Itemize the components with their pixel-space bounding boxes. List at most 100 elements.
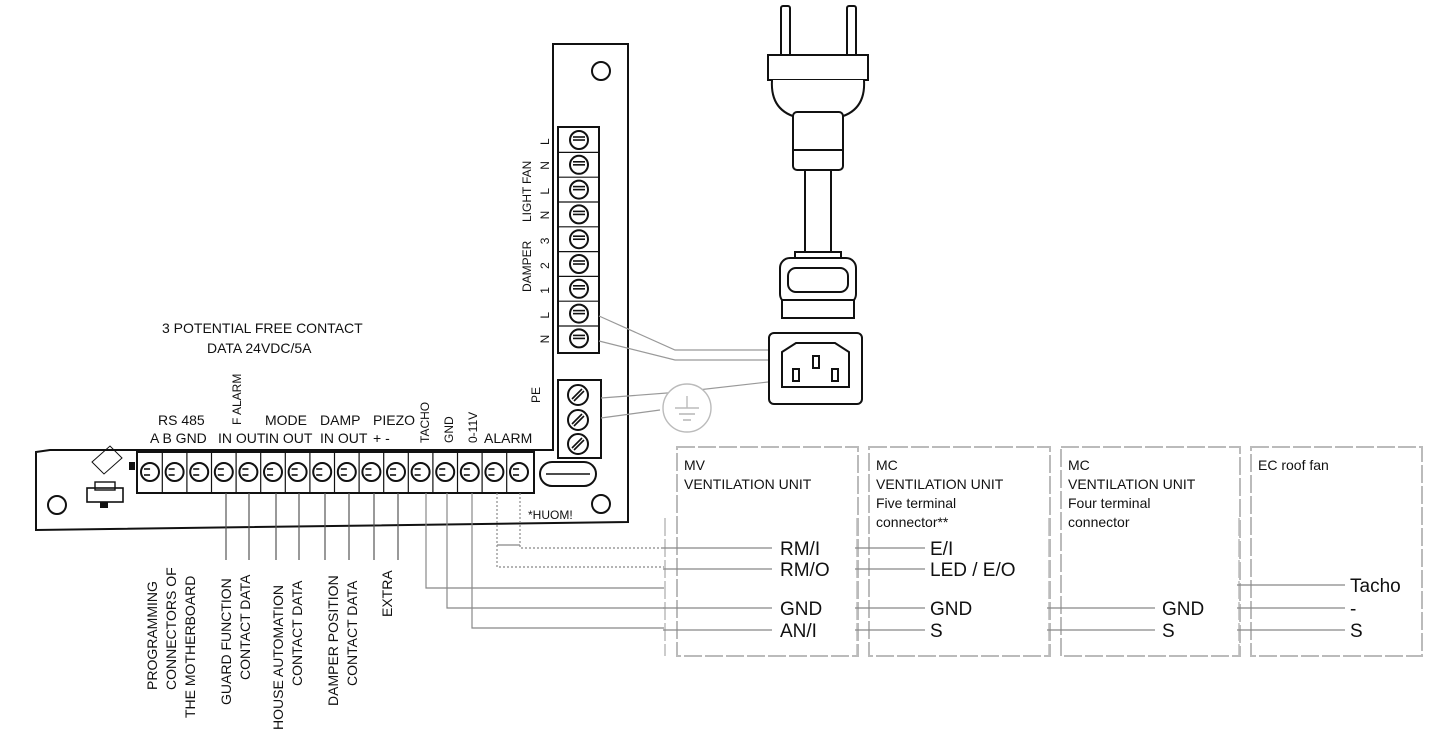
terminal-screw: [361, 462, 382, 482]
terminal-screw: [287, 462, 308, 482]
programming-connector: [86, 445, 135, 508]
svg-text:CONTACT DATA: CONTACT DATA: [344, 580, 360, 686]
vertical-pin-label: L: [538, 138, 552, 145]
ground-symbol: [662, 383, 712, 433]
vertical-pin-label: N: [538, 211, 552, 220]
terminal-screw: [569, 254, 589, 274]
piezo-label: PIEZO: [373, 412, 415, 428]
unit-terminal-label: GND: [930, 599, 972, 620]
contact-note-line1: 3 POTENTIAL FREE CONTACT: [162, 320, 363, 336]
unit-subtitle: connector: [1068, 514, 1130, 530]
svg-text:CONTACT DATA: CONTACT DATA: [237, 574, 253, 680]
unit-terminal-label: S: [930, 621, 943, 642]
unit-terminal-label: -: [1350, 599, 1356, 620]
terminal-screw: [238, 462, 259, 482]
damp-pins: IN OUT: [320, 430, 368, 446]
huom-label: *HUOM!: [528, 508, 573, 522]
alarm-label: ALARM: [484, 430, 532, 446]
mode-label: MODE: [265, 412, 307, 428]
damper-label: DAMPER: [520, 240, 534, 292]
svg-text:GUARD FUNCTION: GUARD FUNCTION: [218, 578, 234, 705]
f-alarm-pins: IN OUT: [218, 430, 266, 446]
unit-title: VENTILATION UNIT: [876, 476, 1004, 492]
vertical-pin-label: 2: [538, 262, 552, 269]
vertical-pin-label: L: [538, 188, 552, 195]
vertical-terminal-screws: [558, 130, 599, 349]
terminal-screw: [213, 462, 234, 482]
unit-title: MV: [684, 457, 706, 473]
terminal-screw: [386, 462, 406, 482]
unit-subtitle: Five terminal: [876, 495, 956, 511]
unit-terminal-label: E/I: [930, 539, 953, 560]
terminal-screw: [459, 462, 480, 482]
terminal-screw: [140, 462, 160, 482]
svg-text:CONTACT DATA: CONTACT DATA: [289, 580, 305, 686]
terminal-screw: [569, 278, 589, 299]
light-label: LIGHT: [520, 186, 534, 222]
unit-terminal-label: RM/I: [780, 539, 820, 560]
pe-label: PE: [529, 387, 543, 403]
pe-terminal-screws: [567, 384, 589, 455]
terminal-screw: [569, 154, 589, 175]
vertical-pin-label: 3: [538, 237, 552, 244]
label-damper-position: DAMPER POSITION CONTACT DATA: [325, 575, 360, 706]
iec-power-inlet: [768, 332, 863, 405]
damp-label: DAMP: [320, 412, 360, 428]
unit-subtitle: Four terminal: [1068, 495, 1150, 511]
label-house-automation: HOUSE AUTOMATION CONTACT DATA: [270, 580, 305, 730]
unit-terminal-label: S: [1162, 621, 1175, 642]
terminal-screw: [569, 179, 589, 200]
unit-title: EC roof fan: [1258, 457, 1329, 473]
terminal-screw: [336, 462, 357, 482]
svg-text:DAMPER: DAMPER: [520, 240, 534, 292]
mount-hole-bottom-right: [591, 494, 611, 514]
unit-title: VENTILATION UNIT: [684, 476, 812, 492]
svg-text:DAMPER POSITION: DAMPER POSITION: [325, 575, 341, 706]
pe-screw: [567, 384, 589, 406]
terminal-screw: [189, 462, 210, 482]
f-alarm-label: F ALARM: [230, 374, 244, 425]
contact-note-line2: DATA 24VDC/5A: [207, 340, 312, 356]
terminal-screw: [569, 204, 589, 225]
terminal-screw: [569, 328, 589, 349]
label-extra: EXTRA: [379, 570, 395, 617]
pe-screw: [567, 433, 589, 455]
tacho-label: TACHO: [418, 402, 432, 443]
terminal-screw: [164, 462, 185, 482]
svg-text:LIGHT: LIGHT: [520, 186, 534, 222]
unit-box-2: MC VENTILATION UNIT Five terminal connector…: [855, 446, 1051, 657]
mount-hole-left: [47, 495, 67, 515]
label-guard-function: GUARD FUNCTION CONTACT DATA: [218, 574, 253, 705]
signal-wires: [425, 493, 664, 629]
unit-terminal-label: RM/O: [780, 560, 830, 581]
terminal-screw: [263, 462, 283, 482]
svg-text:PROGRAMMING: PROGRAMMING: [144, 581, 160, 690]
vertical-pin-label: 1: [538, 287, 552, 294]
terminal-screw: [410, 462, 431, 482]
unit-terminal-label: Tacho: [1350, 576, 1401, 597]
label-leader-lines: [225, 493, 399, 560]
pe-screw: [567, 409, 589, 431]
terminal-screw: [509, 462, 529, 482]
vertical-pin-label: N: [538, 161, 552, 170]
horizontal-terminal-screws: [140, 452, 529, 493]
fan-label: FAN: [520, 161, 534, 184]
unit-terminal-label: GND: [1162, 599, 1204, 620]
svg-text:EXTRA: EXTRA: [379, 570, 395, 617]
rs485-pins: A B GND: [150, 430, 207, 446]
gnd-label: GND: [442, 416, 456, 443]
svg-text:THE MOTHERBOARD: THE MOTHERBOARD: [182, 576, 198, 718]
piezo-pins: + -: [373, 430, 390, 446]
unit-title: MC: [876, 457, 898, 473]
svg-text:FAN: FAN: [520, 161, 534, 184]
mount-hole-top: [591, 61, 611, 81]
unit-title: MC: [1068, 457, 1090, 473]
unit-subtitle: connector**: [876, 514, 949, 530]
unit-terminal-label: S: [1350, 621, 1363, 642]
